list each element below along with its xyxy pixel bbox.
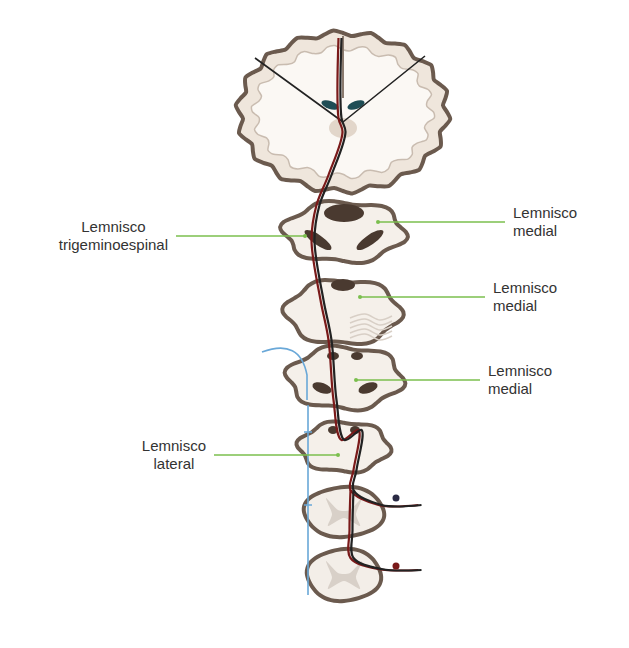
grey-matter xyxy=(326,561,362,589)
pontine-fibers xyxy=(350,319,392,325)
cerebral-peduncle xyxy=(354,227,386,254)
leader-line xyxy=(378,221,505,222)
midbrain-section xyxy=(280,201,408,263)
leader-line xyxy=(360,296,485,297)
structure-label: Lemnisco lateral xyxy=(142,437,206,473)
leader-line xyxy=(356,379,480,380)
tectum xyxy=(324,204,364,222)
caudal-medulla-section xyxy=(297,421,392,472)
spinal-cord-section xyxy=(307,549,381,601)
structure-label: Lemnisco medial xyxy=(488,362,552,398)
leader-line xyxy=(176,235,305,236)
leader-tip xyxy=(376,220,380,224)
leader-tip xyxy=(303,234,307,238)
leader-tip xyxy=(336,453,340,457)
pontine-fibers xyxy=(350,329,392,335)
structure-label: Lemnisco medial xyxy=(493,279,557,315)
fourth-ventricle xyxy=(331,279,355,291)
pontine-fibers xyxy=(350,324,392,330)
sensory-pathway xyxy=(348,490,418,570)
structure-label: Lemnisco trigeminoespinal xyxy=(59,218,168,254)
pontine-fibers xyxy=(350,334,392,340)
sensory-pathway xyxy=(311,38,418,506)
structure-label: Lemnisco medial xyxy=(513,204,577,240)
medulla-section xyxy=(285,346,406,411)
pons-section xyxy=(282,280,403,344)
nucleus xyxy=(351,352,363,360)
anatomy-drawing xyxy=(236,31,450,602)
pontine-fibers xyxy=(350,314,392,320)
spinal-cord-section xyxy=(304,487,384,537)
brain-outline xyxy=(236,31,450,194)
olive xyxy=(311,380,333,396)
sensory-pathway xyxy=(351,490,421,570)
leader-tip xyxy=(358,295,362,299)
sensory-pathway xyxy=(314,38,421,506)
grey-matter xyxy=(326,498,362,526)
ganglion-cell xyxy=(393,495,400,502)
leader-line xyxy=(214,454,338,455)
level-bracket xyxy=(262,348,307,400)
leader-lines xyxy=(176,220,505,457)
cerebral-peduncle xyxy=(302,227,334,254)
level-bracket xyxy=(304,405,312,595)
ganglion-cell xyxy=(393,563,400,570)
leader-tip xyxy=(354,378,358,382)
olive xyxy=(357,380,379,396)
